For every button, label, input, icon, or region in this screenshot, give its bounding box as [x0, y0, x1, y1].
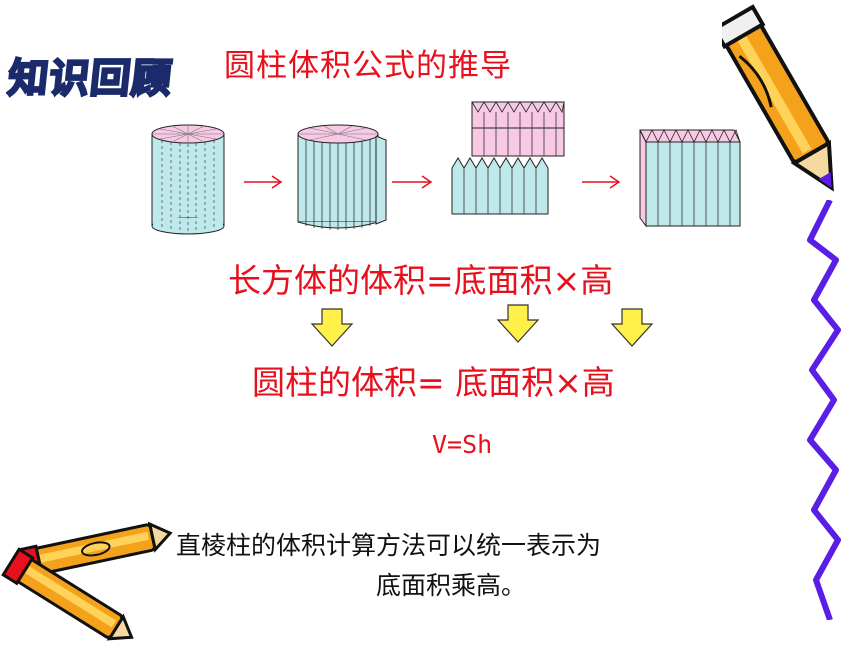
down-arrow-icon — [610, 308, 654, 347]
cuboid-figure — [639, 128, 741, 228]
cylinder-derivation-figures — [151, 101, 741, 235]
down-arrow-icon — [310, 308, 354, 347]
split-halves-figure — [451, 101, 565, 215]
right-arrow-icon — [582, 175, 621, 189]
knowledge-review-logo: 知识回顾 — [6, 55, 176, 103]
cuboid-volume-text: 长方体的体积=底面积×高 — [228, 261, 614, 300]
cylinder-figure — [151, 124, 225, 235]
right-arrow-icon — [244, 175, 283, 189]
page-title: 圆柱体积公式的推导 — [224, 48, 512, 84]
squiggle-decoration-icon — [807, 200, 841, 620]
prism-note-line1: 直棱柱的体积计算方法可以统一表示为 — [176, 531, 602, 560]
right-arrow-icon — [392, 175, 433, 189]
logo-text: 知识回顾 — [6, 56, 175, 102]
down-arrow-icon — [496, 304, 540, 343]
pencil-icon — [722, 4, 834, 192]
cylinder-volume-text: 圆柱的体积= 底面积×高 — [252, 363, 615, 402]
cut-cylinder-figure — [297, 124, 387, 230]
pencils-icon — [1, 521, 173, 641]
volume-formula: V=Sh — [432, 430, 493, 459]
prism-note-line2: 底面积乘高。 — [376, 571, 527, 600]
